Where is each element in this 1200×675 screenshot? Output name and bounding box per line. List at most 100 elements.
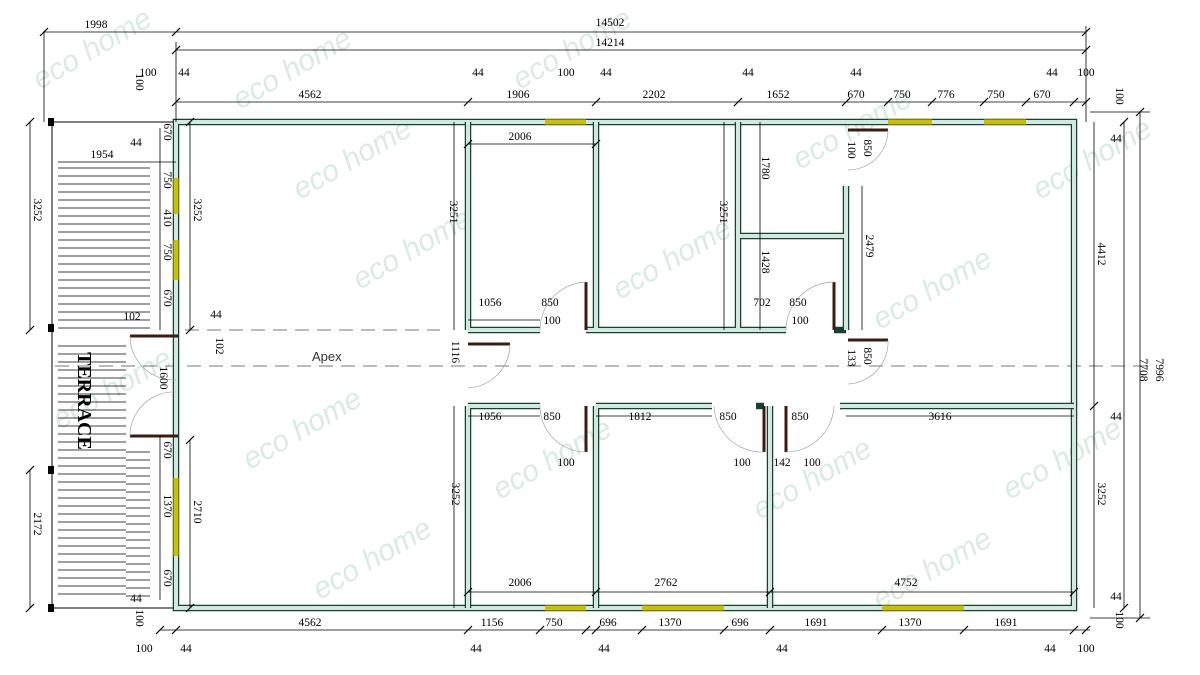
dim-interior: 850 bbox=[719, 411, 737, 423]
dim-top-segment: 670 bbox=[847, 89, 865, 101]
dimension-tick bbox=[1081, 45, 1091, 55]
dimension-tick bbox=[171, 97, 181, 107]
dimension-tick bbox=[1069, 625, 1079, 635]
apex-label: Apex bbox=[312, 349, 342, 364]
dim-interior: 2006 bbox=[509, 131, 532, 143]
dim-bottom-segment: 696 bbox=[599, 617, 617, 629]
dim-interior: 3251 bbox=[447, 201, 459, 224]
dimension-tick bbox=[637, 625, 647, 635]
dim-interior: 100 bbox=[791, 315, 809, 327]
dimension-tick bbox=[39, 27, 49, 37]
dimension-tick bbox=[877, 625, 887, 635]
dimension-tick bbox=[1021, 97, 1031, 107]
dimension-labels-interior: 2006 3251 1780 3251 1428 2479 1056 850 1… bbox=[447, 131, 952, 589]
dim-interior: 2479 bbox=[863, 235, 875, 258]
terrace-label: TERRACE bbox=[73, 352, 95, 450]
dim-interior: 100 bbox=[543, 315, 561, 327]
dimension-tick bbox=[171, 625, 181, 635]
dim-bottom-segment: 750 bbox=[545, 617, 563, 629]
terrace-decking bbox=[51, 121, 177, 609]
dim-top-small: 44 bbox=[178, 67, 190, 79]
dimension-tick bbox=[185, 325, 195, 335]
dim-bottom-segment: 1370 bbox=[899, 617, 922, 629]
dim-left-window: 670 bbox=[161, 569, 173, 587]
dim-bottom-segment: 1691 bbox=[995, 617, 1018, 629]
dimension-tick bbox=[1069, 97, 1079, 107]
dim-interior: 1428 bbox=[759, 251, 771, 274]
dimension-tick bbox=[1069, 587, 1079, 597]
dim-interior: 2006 bbox=[509, 577, 532, 589]
dim-left-small: 1600 bbox=[157, 367, 169, 390]
dim-bottom-small: 44 bbox=[1044, 643, 1056, 655]
dimension-tick bbox=[1119, 117, 1129, 127]
dim-right-bottom: 3252 bbox=[1095, 483, 1107, 506]
dim-interior: 850 bbox=[541, 297, 559, 309]
dimension-tick bbox=[1089, 401, 1099, 411]
dim-top-segment: 670 bbox=[1033, 89, 1051, 101]
dimension-ticks bbox=[25, 27, 1145, 635]
dimension-tick bbox=[463, 97, 473, 107]
dim-bottom-segment: 1156 bbox=[481, 617, 504, 629]
dimension-tick bbox=[591, 97, 601, 107]
dimension-tick bbox=[733, 97, 743, 107]
dim-top-segment: 1906 bbox=[507, 89, 530, 101]
dim-left-window: 750 bbox=[161, 171, 173, 189]
dim-top-segment: 2202 bbox=[643, 89, 666, 101]
dim-interior: 100 bbox=[845, 141, 857, 159]
dimension-tick bbox=[1135, 107, 1145, 117]
watermark: eco home bbox=[867, 522, 998, 616]
dimension-tick bbox=[535, 625, 545, 635]
dim-top-segment: 750 bbox=[893, 89, 911, 101]
dimension-tick bbox=[979, 97, 989, 107]
dimension-tick bbox=[25, 117, 35, 127]
dimension-tick bbox=[1135, 613, 1145, 623]
dimension-tick bbox=[581, 625, 591, 635]
dim-bottom-small: 100 bbox=[135, 643, 153, 655]
dimension-tick bbox=[765, 625, 775, 635]
watermark: eco home bbox=[237, 382, 368, 476]
dimension-labels-top: 1998 14502 14214 100 44 44 100 44 44 44 … bbox=[85, 17, 1095, 101]
dim-right-small: 100 bbox=[1113, 87, 1125, 105]
dim-bottom-small: 44 bbox=[470, 643, 482, 655]
watermark: eco home bbox=[607, 212, 738, 306]
dim-right-inner: 7708 bbox=[1137, 359, 1149, 382]
dimension-tick bbox=[463, 139, 473, 149]
dim-bottom-small: 100 bbox=[1077, 643, 1095, 655]
dim-left-small: 100 bbox=[133, 609, 145, 627]
dim-top-small: 44 bbox=[1046, 67, 1058, 79]
dimension-labels-left: 3252 2172 3252 2710 670 750 410 750 670 … bbox=[31, 73, 225, 627]
dimension-labels-right: 7996 7708 4412 3252 100 44 44 44 100 bbox=[1095, 87, 1165, 629]
dim-left-window: 1370 bbox=[161, 495, 173, 518]
dimension-tick bbox=[463, 587, 473, 597]
dim-top-small: 44 bbox=[472, 67, 484, 79]
dim-left-small: 100 bbox=[133, 73, 145, 91]
dim-interior: 2762 bbox=[655, 577, 678, 589]
dim-terrace-width: 1998 bbox=[85, 19, 108, 31]
interior-walls bbox=[464, 122, 1074, 608]
dimension-tick bbox=[171, 45, 181, 55]
dim-bottom-small: 44 bbox=[598, 643, 610, 655]
dimension-tick bbox=[155, 625, 165, 635]
dim-interior: 850 bbox=[543, 411, 561, 423]
dim-top-segment: 4562 bbox=[299, 89, 322, 101]
watermark: eco home bbox=[307, 512, 438, 606]
doors bbox=[129, 128, 889, 453]
dimension-tick bbox=[765, 587, 775, 597]
dim-top-small: 44 bbox=[742, 67, 754, 79]
dimension-tick bbox=[927, 97, 937, 107]
dim-right-small: 44 bbox=[1110, 133, 1122, 145]
dim-interior: 100 bbox=[557, 457, 575, 469]
dim-left-window: 670 bbox=[161, 289, 173, 307]
dimension-tick bbox=[883, 97, 893, 107]
watermark: eco home bbox=[867, 242, 998, 336]
dim-bottom-segment: 4562 bbox=[299, 617, 322, 629]
dim-interior: 3252 bbox=[449, 483, 461, 506]
dim-right-top: 4412 bbox=[1095, 243, 1107, 266]
dim-left-window: 410 bbox=[161, 209, 173, 227]
dim-left-window: 750 bbox=[161, 243, 173, 261]
dim-interior: 133 bbox=[845, 349, 857, 367]
dim-left-wall-bottom: 2710 bbox=[191, 501, 203, 524]
dim-top-inner: 14214 bbox=[596, 37, 625, 49]
dim-interior: 3616 bbox=[929, 411, 952, 423]
watermark: eco home bbox=[287, 112, 418, 206]
